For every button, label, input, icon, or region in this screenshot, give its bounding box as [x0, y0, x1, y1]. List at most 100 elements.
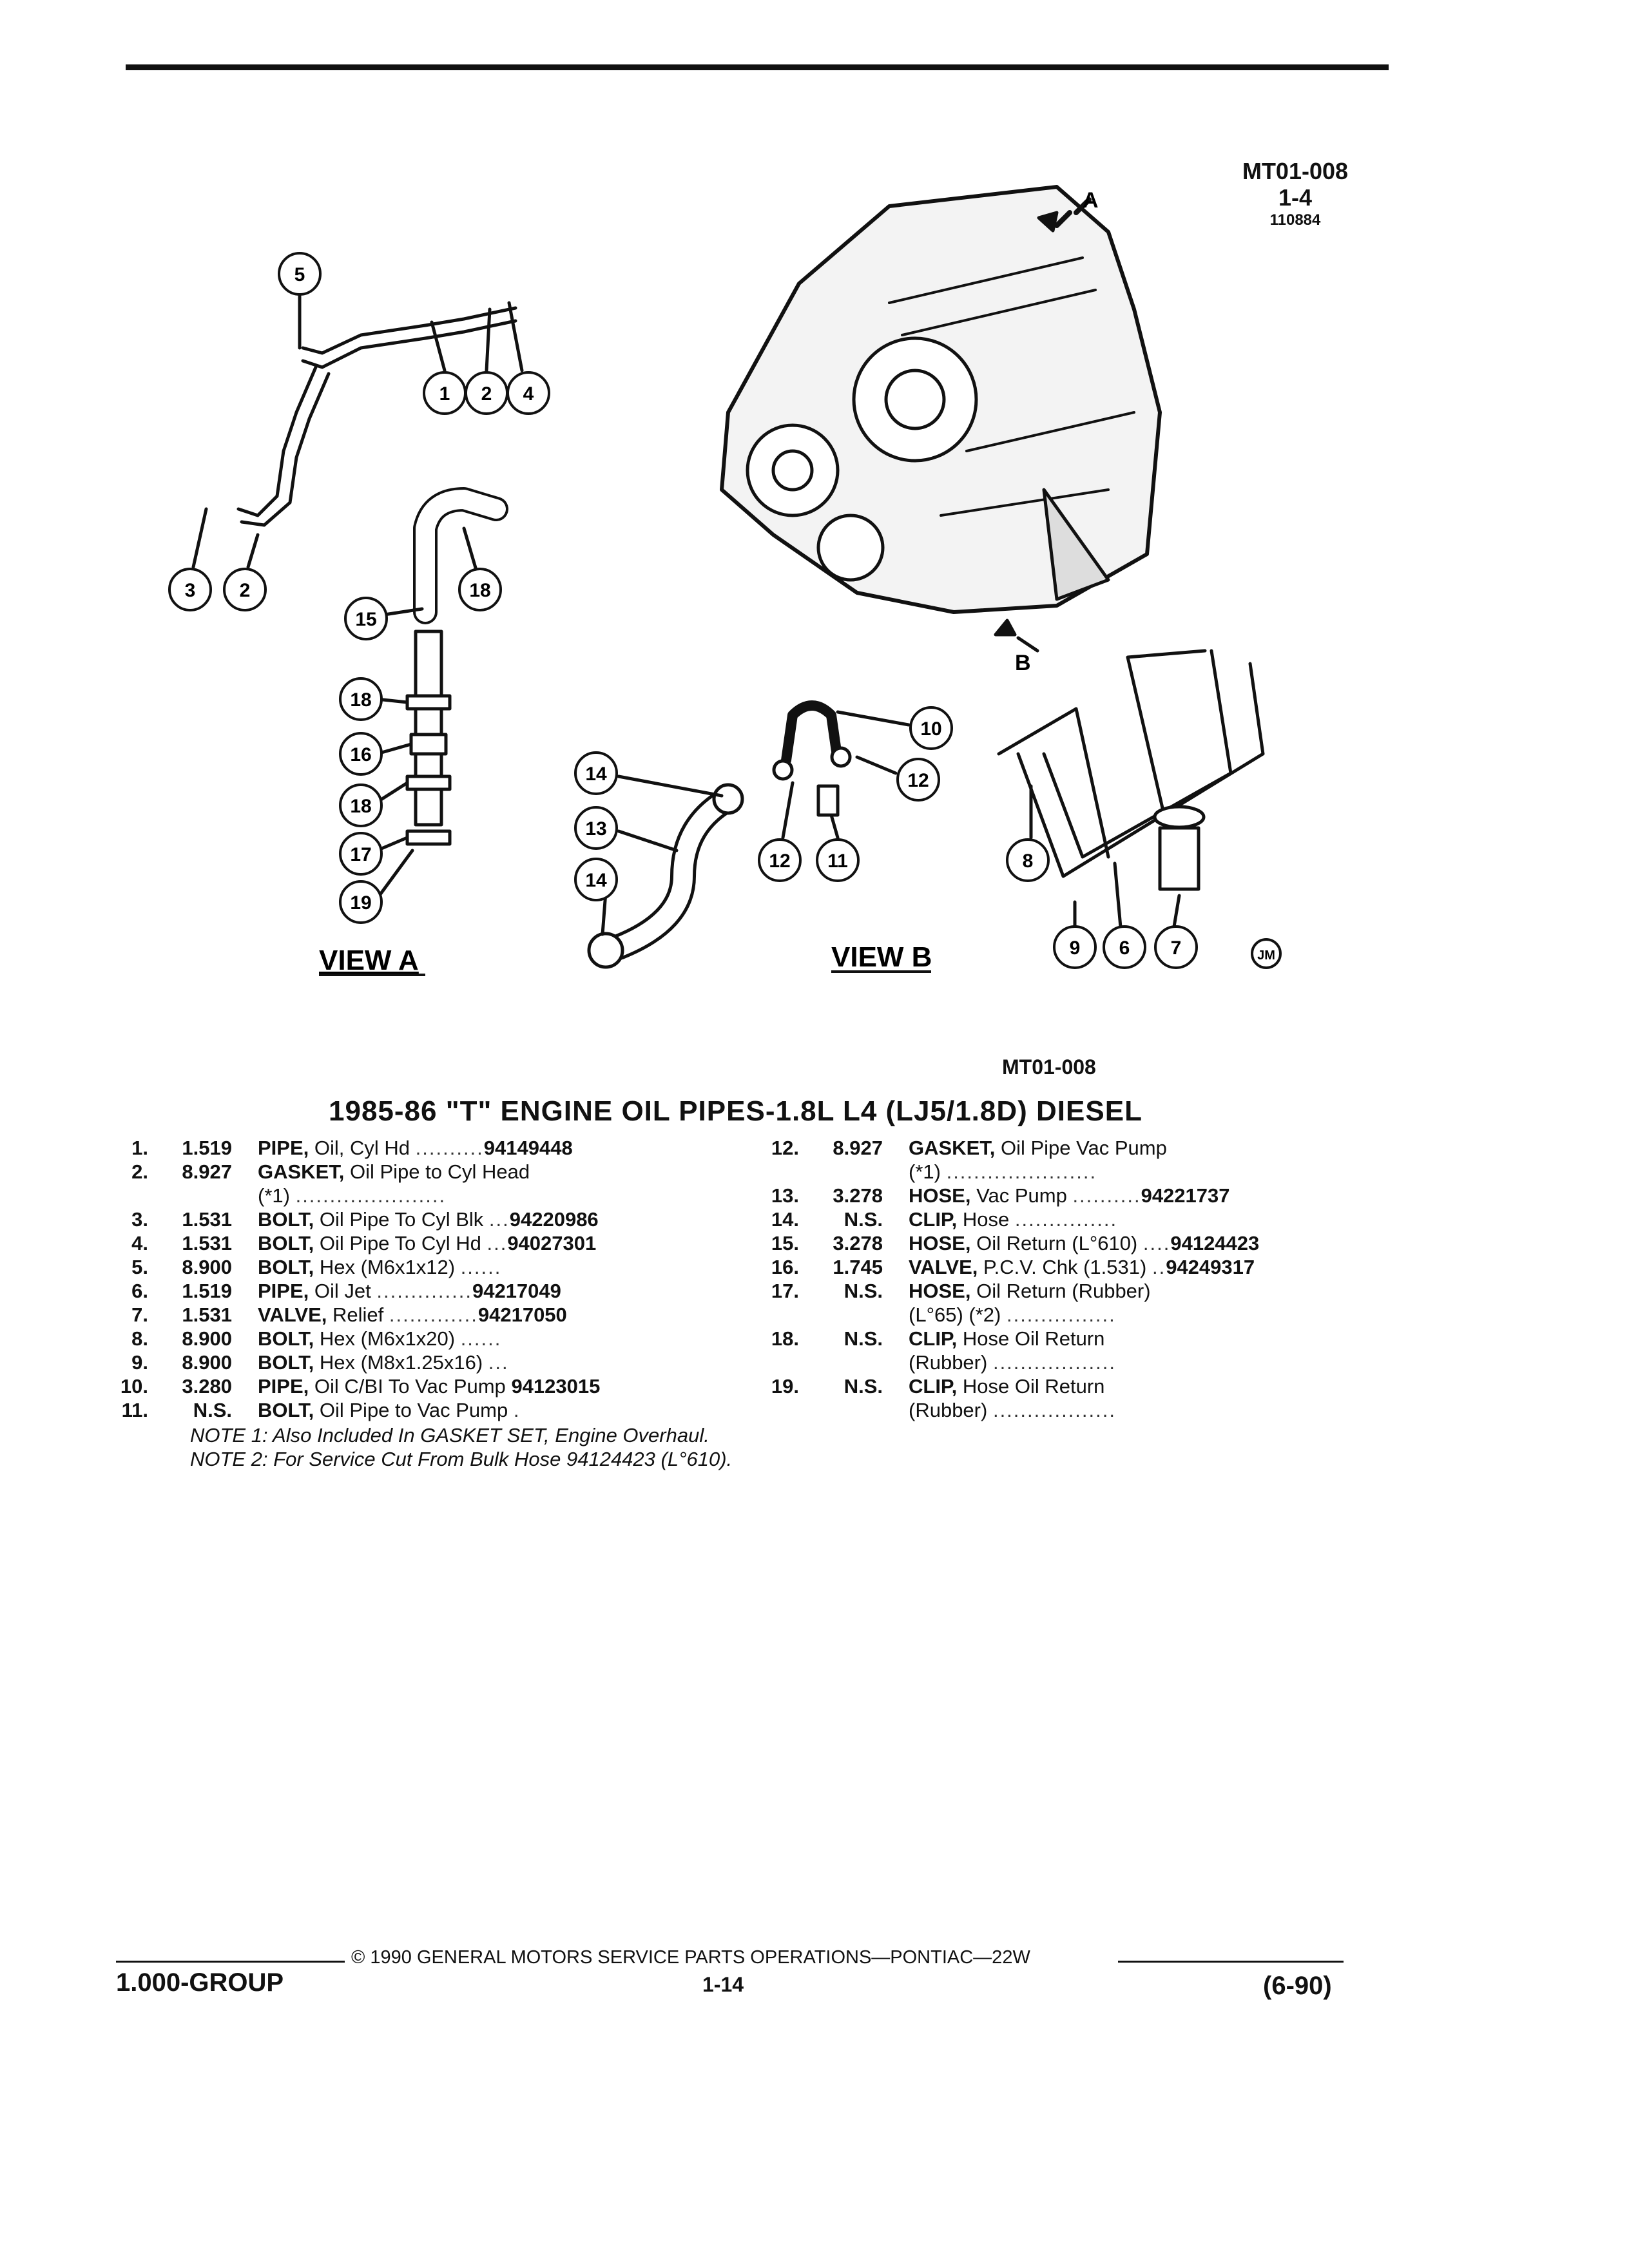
part-detail: (Rubber)	[909, 1399, 988, 1421]
part-group: 1.519	[182, 1280, 232, 1302]
arrow-a-label: A	[1083, 188, 1099, 213]
leader-dots: ......	[460, 1327, 502, 1350]
part-row: (L°65) (*2) ................	[754, 1303, 1398, 1327]
callout-11: 11	[816, 838, 860, 882]
svg-text:5: 5	[294, 264, 305, 285]
part-catalog-number: 94220986	[509, 1208, 599, 1231]
part-detail: Hex (M6x1x12)	[319, 1256, 456, 1278]
callout-10: 10	[909, 706, 953, 750]
leader-dots: .............	[389, 1303, 478, 1326]
part-description: GASKET, Oil Pipe Vac Pump	[909, 1136, 1167, 1160]
part-name: BOLT,	[258, 1351, 314, 1374]
valve-16	[409, 733, 448, 756]
leader-dots: ..............	[376, 1280, 472, 1302]
part-name: VALVE,	[909, 1256, 978, 1278]
callout-17: 17	[339, 832, 383, 876]
leader-dots: ..........	[415, 1137, 484, 1159]
part-description: VALVE, P.C.V. Chk (1.531) ..94249317	[909, 1255, 1255, 1279]
part-group: 8.927	[833, 1137, 883, 1159]
svg-text:6: 6	[1119, 937, 1130, 959]
part-description: CLIP, Hose Oil Return	[909, 1374, 1104, 1398]
part-description: HOSE, Oil Return (L°610) ....94124423	[909, 1231, 1259, 1255]
callout-5: 5	[278, 252, 322, 296]
part-group: 3.280	[182, 1375, 232, 1398]
svg-text:16: 16	[350, 744, 371, 765]
svg-text:15: 15	[355, 609, 376, 630]
callout-4: 4	[506, 371, 550, 415]
part-number: 13.	[771, 1184, 799, 1207]
oil-pipe-lower-edge	[240, 372, 331, 527]
part-description: (L°65) (*2) ................	[909, 1303, 1116, 1327]
part-row: (Rubber) ..................	[754, 1398, 1398, 1422]
part-detail: Oil Return (Rubber)	[976, 1280, 1151, 1302]
callout-18b: 18	[339, 677, 383, 721]
part-name: BOLT,	[258, 1256, 314, 1278]
part-detail: P.C.V. Chk (1.531)	[983, 1256, 1147, 1278]
part-catalog-number: 94217050	[477, 1303, 567, 1326]
part-description: (Rubber) ..................	[909, 1398, 1116, 1422]
leader-dots: ...	[488, 1208, 510, 1231]
svg-text:2: 2	[481, 383, 492, 405]
part-description: BOLT, Oil Pipe to Vac Pump .	[258, 1398, 520, 1422]
part-detail: Hose Oil Return	[962, 1327, 1105, 1350]
part-group: 3.278	[833, 1232, 883, 1254]
svg-text:13: 13	[585, 818, 606, 840]
leader-dots: .	[513, 1399, 521, 1421]
leader-dots: ...	[487, 1232, 508, 1254]
part-detail: Hose	[962, 1208, 1010, 1231]
part-number: 2.	[131, 1160, 148, 1183]
callout-7: 7	[1154, 925, 1198, 969]
part-group: 1.531	[182, 1208, 232, 1231]
callout-2a: 2	[465, 371, 508, 415]
leader-dots: ................	[1006, 1303, 1116, 1326]
part-name: HOSE,	[909, 1184, 971, 1207]
oil-pipe-lower	[236, 365, 318, 517]
part-description: (*1) ......................	[909, 1160, 1097, 1184]
part-row: 19.N.S.CLIP, Hose Oil Return	[754, 1374, 1398, 1398]
part-detail: (*1)	[909, 1160, 941, 1183]
callout-14b: 14	[574, 858, 618, 901]
part-detail: Oil Jet	[314, 1280, 371, 1302]
part-detail: (Rubber)	[909, 1351, 988, 1374]
part-group: 8.900	[182, 1256, 232, 1278]
part-detail: Oil Return (L°610)	[976, 1232, 1138, 1254]
part-number: 18.	[771, 1327, 799, 1350]
leader-dots: ...	[488, 1351, 509, 1374]
section-title: 1985-86 "T" ENGINE OIL PIPES-1.8L L4 (LJ…	[329, 1095, 1142, 1127]
leader-dots: ......................	[946, 1160, 1097, 1183]
part-description: BOLT, Hex (M8x1.25x16) ...	[258, 1350, 509, 1374]
part-description: VALVE, Relief .............94217050	[258, 1303, 567, 1327]
part-number: 11.	[121, 1399, 148, 1421]
part-catalog-number: 94027301	[507, 1232, 597, 1254]
part-number: 3.	[131, 1208, 148, 1231]
svg-text:11: 11	[827, 850, 848, 872]
part-description: HOSE, Oil Return (Rubber)	[909, 1279, 1151, 1303]
leader-dots: ...............	[1014, 1208, 1118, 1231]
oil-pipe-upper	[301, 306, 517, 355]
part-name: GASKET,	[258, 1160, 345, 1183]
part-name: BOLT,	[258, 1208, 314, 1231]
part-number: 1.	[131, 1137, 148, 1159]
oil-jet-pipe-6	[1016, 662, 1265, 878]
part-detail: Hose Oil Return	[962, 1375, 1105, 1398]
part-description: CLIP, Hose Oil Return	[909, 1327, 1104, 1350]
part-group: 8.927	[182, 1160, 232, 1183]
figure-code: MT01-008	[1002, 1055, 1096, 1079]
part-name: PIPE,	[258, 1280, 309, 1302]
callout-3: 3	[168, 568, 212, 611]
header-serial: 110884	[1269, 211, 1321, 229]
part-name: BOLT,	[258, 1327, 314, 1350]
part-name: PIPE,	[258, 1137, 309, 1159]
leader-dots: ......................	[295, 1184, 447, 1207]
leader-1	[430, 320, 447, 372]
part-group: 1.745	[833, 1256, 883, 1278]
svg-text:2: 2	[240, 580, 251, 601]
leader-dots: ..	[1152, 1256, 1166, 1278]
part-name: CLIP,	[909, 1375, 958, 1398]
part-number: 8.	[131, 1327, 148, 1350]
part-detail: Hex (M8x1.25x16)	[319, 1351, 483, 1374]
